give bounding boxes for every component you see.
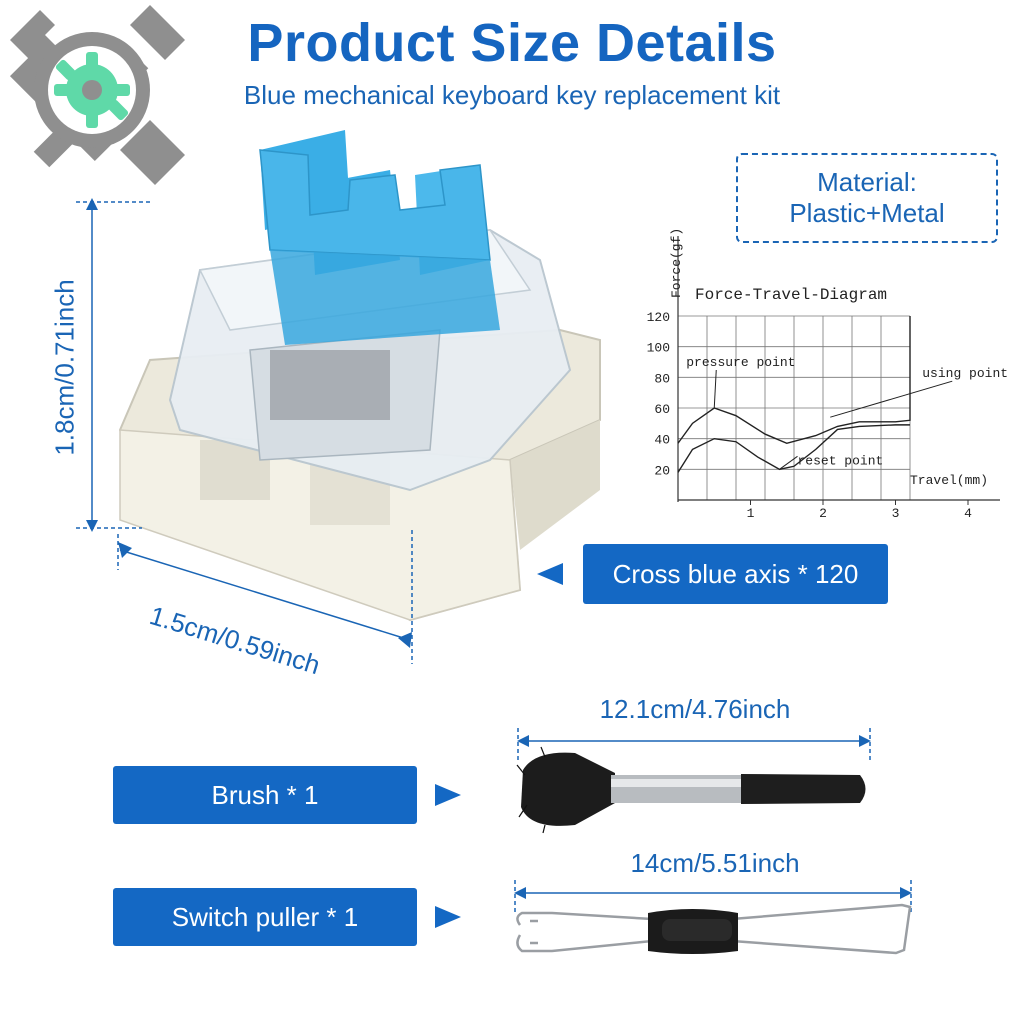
- force-travel-chart: 20 40 60 80 100 120 1 2 3 4 Force-Travel-Diagram Fo…: [647, 228, 1008, 520]
- switch-arrow-icon: [537, 563, 563, 585]
- annotation-arrow: [713, 369, 717, 409]
- height-dimension-line: [76, 198, 152, 532]
- series-line-1: [677, 316, 911, 445]
- brush-illustration: [516, 746, 866, 834]
- brush-label: Brush * 1: [113, 766, 417, 824]
- x-tick-label: 2: [819, 506, 827, 520]
- annotation-label: using point: [922, 366, 1008, 381]
- width-dimension-line: [117, 530, 413, 664]
- brush-dimension-line: [517, 728, 871, 762]
- switch-label: Cross blue axis * 120: [583, 544, 888, 604]
- puller-length-label: 14cm/5.51inch: [630, 848, 800, 878]
- annotation-arrow: [779, 455, 798, 470]
- page-subtitle: Blue mechanical keyboard key replacement…: [243, 80, 781, 110]
- switch-height-label: 1.8cm/0.71inch: [49, 279, 80, 456]
- material-box: Material: Plastic+Metal: [736, 153, 998, 243]
- material-value: Plastic+Metal: [789, 198, 945, 228]
- y-tick-label: 60: [654, 402, 670, 417]
- annotation-label: reset point: [798, 453, 884, 468]
- x-tick-label: 3: [892, 506, 900, 520]
- page-title: Product Size Details: [247, 13, 777, 73]
- brush-arrow-icon: [435, 784, 461, 806]
- y-axis-label: Force(gf): [669, 228, 684, 298]
- y-tick-label: 100: [647, 341, 670, 356]
- x-axis-label: Travel(mm): [910, 473, 988, 488]
- brush-length-label: 12.1cm/4.76inch: [599, 694, 791, 724]
- annotation-label: pressure point: [686, 355, 795, 370]
- series-line-2: [677, 424, 910, 473]
- y-tick-label: 80: [654, 371, 670, 386]
- puller-label: Switch puller * 1: [113, 888, 417, 946]
- switch-puller-illustration: [516, 903, 912, 955]
- x-tick-label: 4: [964, 506, 972, 520]
- y-tick-label: 120: [647, 310, 670, 325]
- y-tick-label: 40: [654, 433, 670, 448]
- y-tick-label: 20: [654, 463, 670, 478]
- annotation-arrow: [830, 380, 953, 418]
- wrench-screwdriver-gear-icon: [9, 5, 185, 185]
- chart-title: Force-Travel-Diagram: [695, 286, 887, 304]
- keyboard-switch-illustration: [118, 130, 601, 622]
- x-tick-label: 1: [747, 506, 755, 520]
- puller-arrow-icon: [435, 906, 461, 928]
- material-label: Material:: [817, 167, 917, 197]
